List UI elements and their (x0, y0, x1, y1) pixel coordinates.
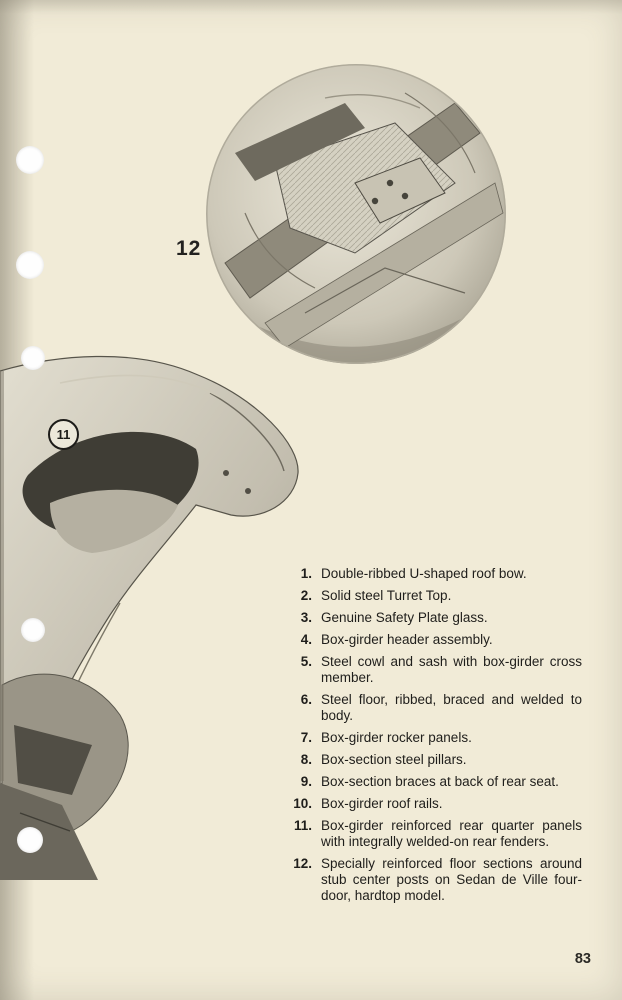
feature-item: 8. Box-section steel pillars. (286, 752, 582, 768)
feature-number: 1. (300, 566, 312, 581)
feature-text: Solid steel Turret Top. (321, 588, 452, 603)
feature-number: 10. (293, 796, 312, 811)
binder-hole (16, 146, 44, 174)
floor-structure-illustration (206, 64, 506, 364)
feature-text: Box-girder rocker panels. (321, 730, 472, 745)
feature-text: Steel cowl and sash with box-girder cros… (321, 654, 582, 685)
page-number: 83 (574, 951, 591, 967)
feature-number: 8. (300, 752, 312, 767)
feature-item: 10. Box-girder roof rails. (286, 796, 582, 812)
figure-11-callout: 11 (48, 419, 79, 450)
binder-hole (17, 827, 43, 853)
feature-text: Genuine Safety Plate glass. (321, 610, 488, 625)
feature-text: Box-girder header assembly. (321, 632, 493, 647)
feature-item: 4. Box-girder header assembly. (286, 632, 582, 648)
binder-hole (16, 251, 44, 279)
feature-text: Steel floor, ribbed, braced and welded t… (321, 692, 582, 723)
feature-text: Box-girder roof rails. (321, 796, 443, 811)
feature-number: 6. (300, 692, 312, 707)
feature-item: 6. Steel floor, ribbed, braced and welde… (286, 692, 582, 724)
features-list: 1. Double-ribbed U-shaped roof bow. 2. S… (286, 566, 582, 904)
feature-item: 12. Specially reinforced floor sections … (286, 856, 582, 904)
feature-text: Specially reinforced floor sections arou… (321, 856, 582, 903)
feature-item: 3. Genuine Safety Plate glass. (286, 610, 582, 626)
scan-top-shadow (0, 0, 622, 14)
feature-number: 3. (300, 610, 312, 625)
feature-number: 4. (300, 632, 312, 647)
feature-item: 1. Double-ribbed U-shaped roof bow. (286, 566, 582, 582)
binder-hole (21, 346, 45, 370)
figure-floor-structure (205, 63, 507, 365)
feature-text: Box-section braces at back of rear seat. (321, 774, 559, 789)
feature-item: 5. Steel cowl and sash with box-girder c… (286, 654, 582, 686)
feature-item: 7. Box-girder rocker panels. (286, 730, 582, 746)
feature-text: Box-girder reinforced rear quarter panel… (321, 818, 582, 849)
feature-number: 5. (300, 654, 312, 669)
feature-number: 12. (293, 856, 312, 871)
feature-item: 11. Box-girder reinforced rear quarter p… (286, 818, 582, 850)
feature-text: Double-ribbed U-shaped roof bow. (321, 566, 527, 581)
feature-number: 9. (300, 774, 312, 789)
feature-number: 2. (300, 588, 312, 603)
figure-12-label: 12 (176, 237, 202, 260)
feature-number: 11. (293, 818, 312, 833)
feature-number: 7. (300, 730, 312, 745)
feature-item: 9. Box-section braces at back of rear se… (286, 774, 582, 790)
feature-item: 2. Solid steel Turret Top. (286, 588, 582, 604)
feature-text: Box-section steel pillars. (321, 752, 467, 767)
binder-hole (21, 618, 45, 642)
